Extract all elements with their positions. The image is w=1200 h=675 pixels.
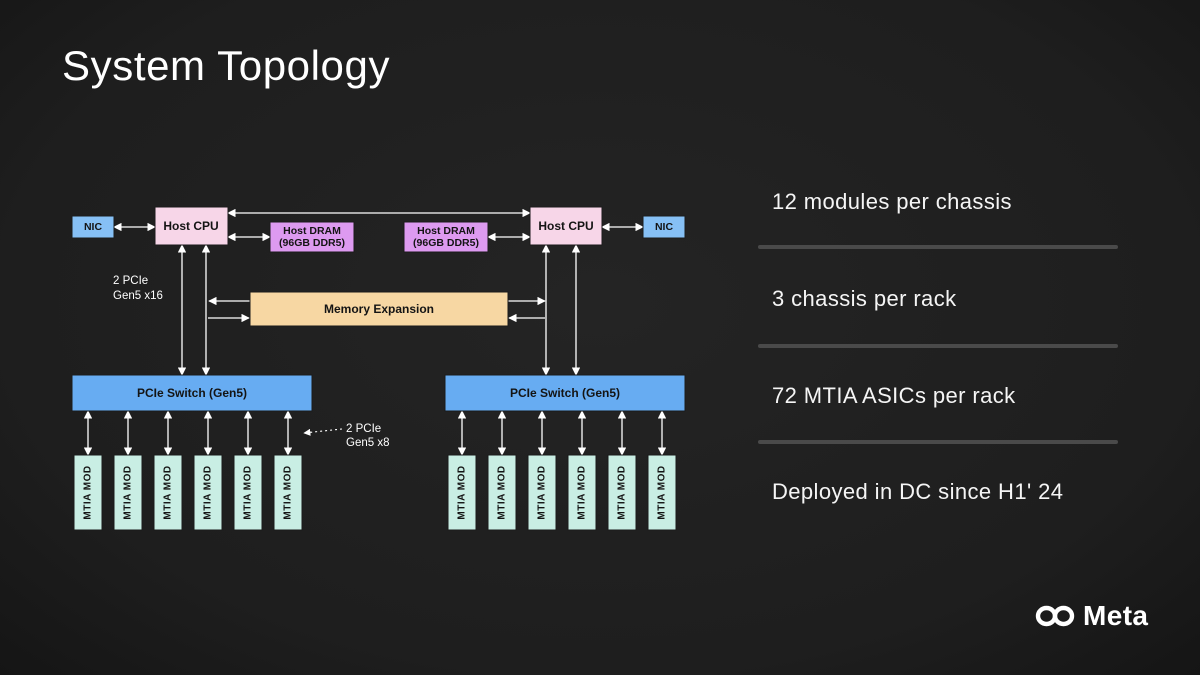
memory-expansion-rect: [249, 291, 509, 327]
mtia-module-rect: [193, 454, 223, 531]
mtia-module-box: MTIA MOD: [73, 454, 103, 531]
nic-right-label: NIC: [655, 221, 674, 233]
mtia-module-label: MTIA MOD: [617, 465, 628, 519]
mtia-module-rect: [647, 454, 677, 531]
mtia-module-box: MTIA MOD: [193, 454, 223, 531]
mtia-module-box: MTIA MOD: [233, 454, 263, 531]
mtia-module-box: MTIA MOD: [273, 454, 303, 531]
host-dram-right-label-1: Host DRAM: [417, 225, 475, 237]
pcie-switch-right-rect: [444, 374, 686, 412]
mtia-module-rect: [153, 454, 183, 531]
stats-panel: 12 modules per chassis 3 chassis per rac…: [758, 0, 1120, 675]
mtia-module-label: MTIA MOD: [283, 465, 294, 519]
pcie-x16-label: 2 PCIe Gen5 x16: [113, 275, 163, 302]
divider: [758, 344, 1118, 348]
mtia-module-rect: [233, 454, 263, 531]
mtia-module-box: MTIA MOD: [113, 454, 143, 531]
mtia-module-box: MTIA MOD: [527, 454, 557, 531]
host-dram-right-label-2: (96GB DDR5): [413, 237, 479, 249]
pcie-switch-left-label: PCIe Switch (Gen5): [137, 386, 247, 400]
mtia-module-label: MTIA MOD: [203, 465, 214, 519]
stat-asics-per-rack: 72 MTIA ASICs per rack: [772, 383, 1016, 408]
mtia-module-rect: [487, 454, 517, 531]
host-cpu-right-label: Host CPU: [538, 219, 593, 233]
nic-right-rect: [642, 215, 686, 239]
mtia-module-label: MTIA MOD: [537, 465, 548, 519]
host-dram-right-box: Host DRAM (96GB DDR5): [403, 221, 489, 253]
mtia-module-label: MTIA MOD: [83, 465, 94, 519]
nic-left-rect: [71, 215, 115, 239]
meta-logo: Meta: [1034, 600, 1148, 632]
host-cpu-right-box: Host CPU: [529, 206, 603, 246]
pcie-x16-label-line2: Gen5 x16: [113, 290, 163, 302]
host-dram-left-rect: [269, 221, 355, 253]
host-dram-left-label-1: Host DRAM: [283, 225, 341, 237]
nic-right-box: NIC: [642, 215, 686, 239]
host-dram-left-label-2: (96GB DDR5): [279, 237, 345, 249]
divider: [758, 440, 1118, 444]
pcie-switch-right-label: PCIe Switch (Gen5): [510, 386, 620, 400]
mtia-module-rect: [273, 454, 303, 531]
mtia-module-box: MTIA MOD: [607, 454, 637, 531]
mtia-module-box: MTIA MOD: [447, 454, 477, 531]
mtia-module-rect: [607, 454, 637, 531]
host-cpu-left-rect: [154, 206, 229, 246]
host-cpu-left-box: Host CPU: [154, 206, 229, 246]
memory-expansion-box: Memory Expansion: [249, 291, 509, 327]
nic-left-box: NIC: [71, 215, 115, 239]
divider: [758, 245, 1118, 249]
memory-expansion-label: Memory Expansion: [324, 302, 434, 316]
mtia-module-rect: [447, 454, 477, 531]
mtia-module-label: MTIA MOD: [497, 465, 508, 519]
mtia-module-label: MTIA MOD: [123, 465, 134, 519]
mtia-module-label: MTIA MOD: [163, 465, 174, 519]
pcie-x8-label-line1: 2 PCIe: [346, 423, 381, 435]
page-title: System Topology: [62, 42, 391, 89]
system-topology-diagram: NIC NIC Host CPU Host CPU Host DRAM (96G…: [71, 206, 686, 531]
mtia-module-box: MTIA MOD: [567, 454, 597, 531]
mtia-module-label: MTIA MOD: [457, 465, 468, 519]
mtia-module-label: MTIA MOD: [577, 465, 588, 519]
pcie-x16-label-line1: 2 PCIe: [113, 275, 148, 287]
host-dram-left-box: Host DRAM (96GB DDR5): [269, 221, 355, 253]
stat-chassis-per-rack: 3 chassis per rack: [772, 286, 957, 311]
mtia-module-box: MTIA MOD: [647, 454, 677, 531]
stat-deployed: Deployed in DC since H1' 24: [772, 479, 1064, 504]
mtia-module-rect: [113, 454, 143, 531]
arrow-x8-leader: [303, 428, 343, 436]
host-dram-right-rect: [403, 221, 489, 253]
pcie-switch-left-rect: [71, 374, 313, 412]
mtia-module-box: MTIA MOD: [487, 454, 517, 531]
nic-left-label: NIC: [84, 221, 103, 233]
mtia-module-rect: [567, 454, 597, 531]
mtia-module-box: MTIA MOD: [153, 454, 183, 531]
stat-modules-per-chassis: 12 modules per chassis: [772, 189, 1012, 214]
meta-infinity-icon: [1035, 605, 1075, 627]
pcie-switch-right-box: PCIe Switch (Gen5): [444, 374, 686, 412]
pcie-x8-label-line2: Gen5 x8: [346, 437, 389, 449]
pcie-switch-left-box: PCIe Switch (Gen5): [71, 374, 313, 412]
pcie-x8-label: 2 PCIe Gen5 x8: [346, 423, 389, 449]
meta-wordmark: Meta: [1083, 600, 1149, 631]
mtia-module-rect: [527, 454, 557, 531]
mtia-module-label: MTIA MOD: [243, 465, 254, 519]
host-cpu-left-label: Host CPU: [163, 219, 218, 233]
mtia-module-rect: [73, 454, 103, 531]
host-cpu-right-rect: [529, 206, 603, 246]
mtia-module-label: MTIA MOD: [657, 465, 668, 519]
